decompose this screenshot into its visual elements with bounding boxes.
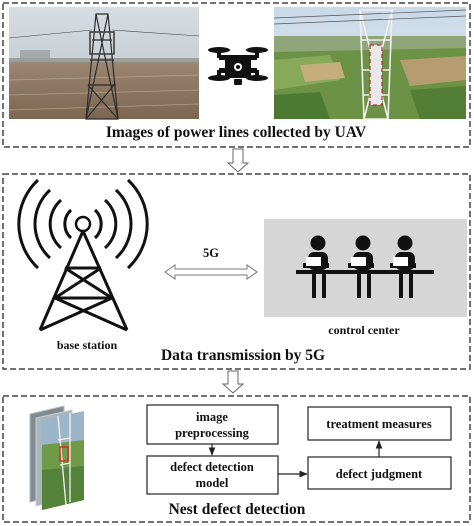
step-defect-detection-model-line-1: defect detection bbox=[170, 460, 254, 474]
power-line-photo-left bbox=[8, 7, 200, 120]
transmission-panel-border bbox=[2, 173, 471, 370]
uav-panel: Images of power lines collected by UAV bbox=[2, 2, 471, 148]
bidirectional-5g-arrow bbox=[164, 264, 258, 280]
transmission-panel-caption: Data transmission by 5G bbox=[161, 347, 325, 364]
control-center-illustration bbox=[264, 219, 467, 317]
flow-arrow-1 bbox=[226, 148, 250, 173]
transmission-panel: base station 5G bbox=[2, 173, 471, 370]
uav-panel-caption: Images of power lines collected by UAV bbox=[106, 124, 367, 141]
base-station-icon bbox=[17, 178, 149, 332]
control-center-label: control center bbox=[328, 323, 400, 337]
detection-panel: image preprocessing defect detection mod… bbox=[2, 395, 471, 523]
step-image-preprocessing-line-2: preprocessing bbox=[175, 426, 250, 440]
step-defect-detection-model: defect detection model bbox=[146, 455, 279, 495]
step-image-preprocessing: image preprocessing bbox=[146, 404, 279, 445]
flow-arrow-2 bbox=[221, 370, 245, 394]
step-treatment-measures-label: treatment measures bbox=[326, 417, 432, 431]
step-defect-detection-model-line-2: model bbox=[196, 476, 229, 490]
power-line-photo-right bbox=[273, 7, 467, 120]
step-image-preprocessing-line-1: image bbox=[196, 410, 228, 424]
step-defect-judgment: defect judgment bbox=[307, 456, 452, 490]
detection-panel-caption: Nest defect detection bbox=[169, 501, 306, 518]
drone-icon bbox=[208, 47, 268, 85]
step-treatment-measures: treatment measures bbox=[307, 406, 452, 441]
base-station-label: base station bbox=[57, 338, 118, 352]
step-defect-judgment-label: defect judgment bbox=[336, 467, 423, 481]
detection-image-stack bbox=[29, 405, 84, 510]
link-5g-label: 5G bbox=[203, 246, 219, 260]
